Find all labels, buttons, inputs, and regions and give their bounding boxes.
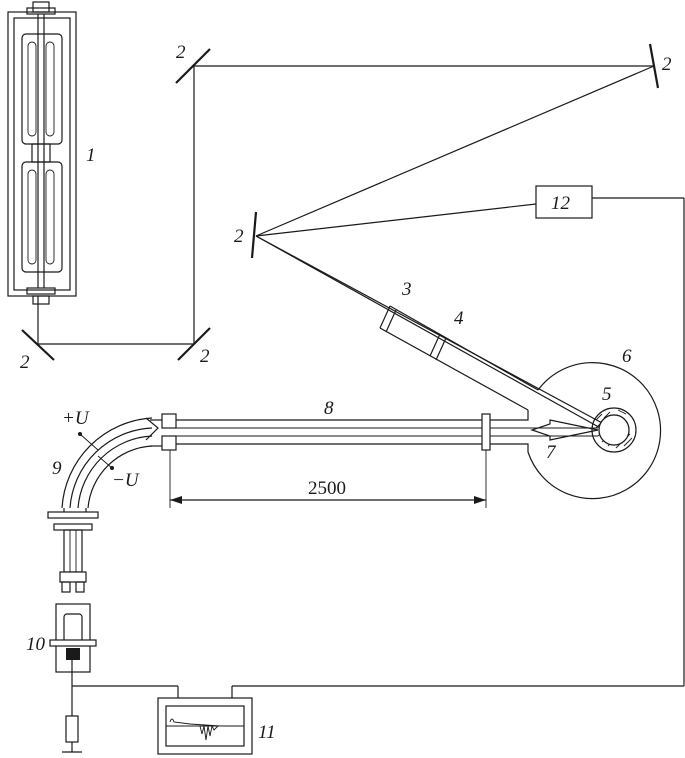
drift-length-dimension: 2500 (169, 450, 487, 508)
mirror-bottom-middle: 2 (177, 327, 211, 367)
target-label: 5 (602, 384, 612, 405)
vacuum-chamber: 6 (494, 346, 662, 500)
photodiode: 12 (535, 185, 593, 219)
mirror-label: 2 (176, 42, 186, 63)
detector: 10 (26, 603, 97, 753)
plasma-plume: 7 (530, 419, 599, 463)
mirror-top-left: 2 (175, 42, 211, 84)
plasma-label: 7 (546, 442, 557, 463)
laser-label: 1 (86, 145, 96, 166)
mirror-label: 2 (20, 352, 30, 373)
oscilloscope-label: 11 (258, 722, 276, 743)
focusing-tube: 3 4 (379, 279, 539, 411)
negative-voltage-label: −U (112, 470, 140, 491)
signal-cable (72, 197, 685, 698)
positive-voltage-label: +U (62, 408, 90, 429)
mirror-top-right: 2 (648, 43, 672, 89)
drift-tube-label: 8 (324, 398, 334, 419)
window-label: 4 (454, 308, 464, 329)
analyzer-label: 9 (52, 458, 62, 479)
detector-label: 10 (26, 634, 46, 655)
laser-beam-path (37, 65, 655, 431)
drift-length-value: 2500 (308, 478, 346, 499)
electrostatic-analyzer: +U −U 9 (47, 408, 162, 593)
laser-unit: 1 (7, 1, 96, 305)
chamber-label: 6 (622, 346, 632, 367)
mirror-label: 2 (234, 226, 244, 247)
mirror-bottom-left: 2 (20, 329, 55, 373)
mirror-label: 2 (662, 54, 672, 75)
lens-label: 3 (401, 279, 412, 300)
drift-tube: 8 (161, 398, 598, 451)
mirror-middle-left: 2 (234, 211, 258, 259)
target: 5 (591, 384, 637, 453)
mirror-label: 2 (200, 346, 210, 367)
photodiode-label: 12 (551, 193, 571, 214)
oscilloscope: 11 (157, 697, 276, 755)
